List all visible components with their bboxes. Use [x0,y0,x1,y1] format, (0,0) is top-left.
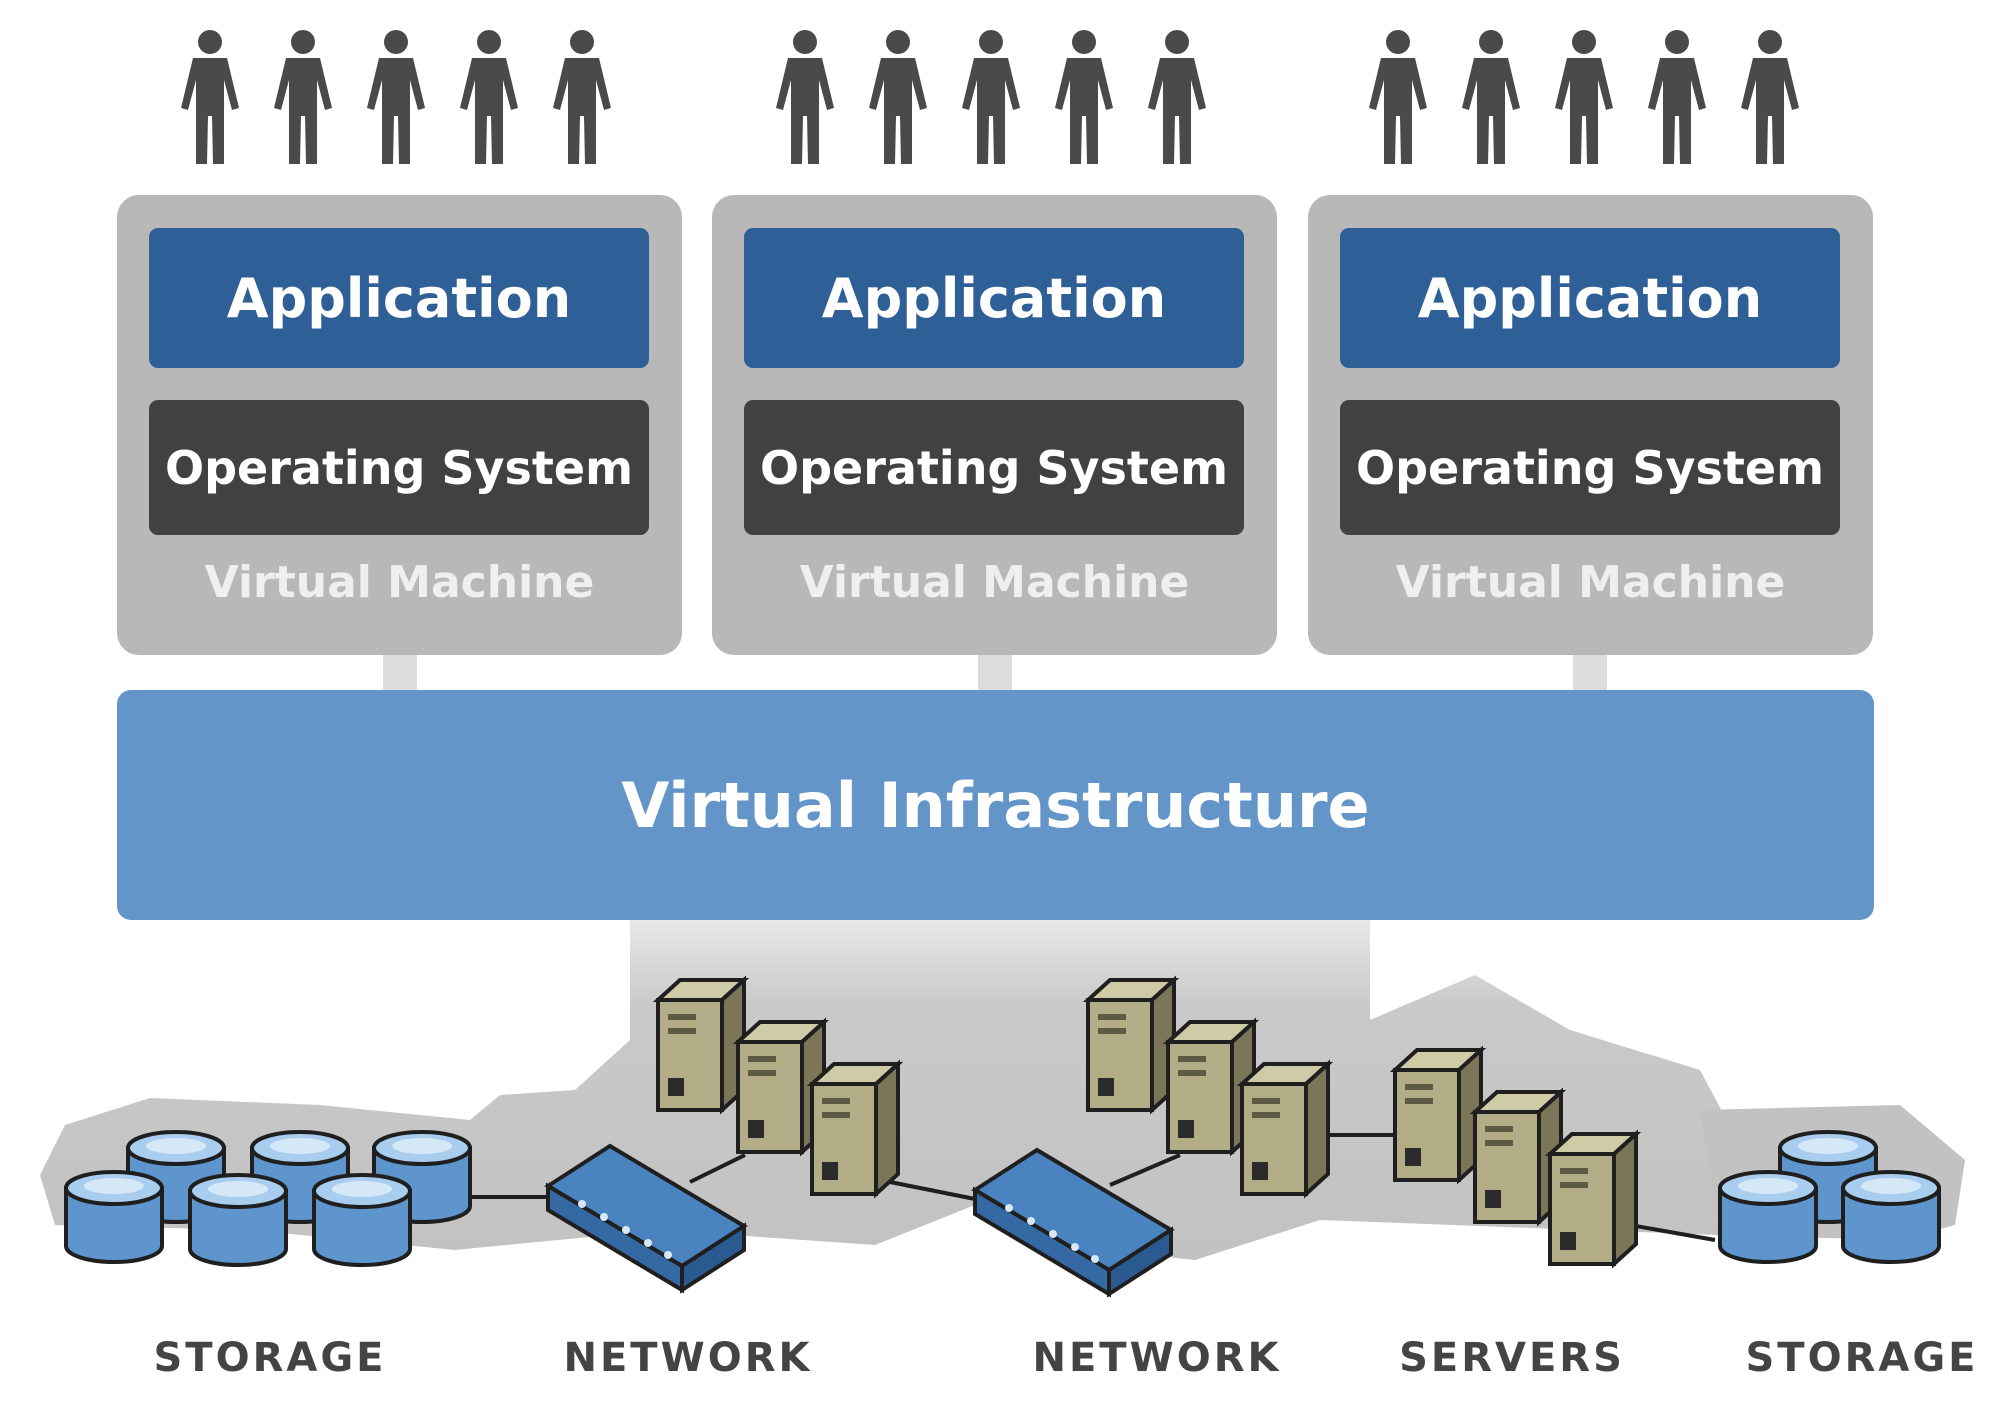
storage-left [64,1130,472,1267]
storage-disk-icon [1841,1170,1941,1264]
virtual-infrastructure-bar: Virtual Infrastructure [117,690,1874,920]
hardware-label-network: NETWORK [563,1335,813,1381]
vm-connector [383,655,417,693]
person-icon [776,30,834,164]
application-box: Application [744,228,1244,368]
users-figures [1369,30,1799,164]
storage-disk-icon [1718,1170,1818,1264]
vm-connector [978,655,1012,693]
users-group [1368,28,1808,168]
person-icon [962,30,1020,164]
server-icon [1393,1048,1483,1182]
person-icon [1462,30,1520,164]
hardware-label-network: NETWORK [1032,1335,1282,1381]
virtual-machine-label: Virtual Machine [799,557,1190,608]
server-icon [656,978,746,1112]
virtual-machine: Application Operating System Virtual Mac… [1308,195,1873,655]
storage-disk-icon [64,1170,164,1264]
server-icon [810,1062,900,1196]
application-box: Application [1340,228,1840,368]
operating-system-box: Operating System [149,400,649,535]
person-icon [553,30,611,164]
operating-system-box: Operating System [744,400,1244,535]
person-icon [1148,30,1206,164]
users-figures [776,30,1206,164]
users-group [180,28,620,168]
virtual-machine: Application Operating System Virtual Mac… [712,195,1277,655]
person-icon [367,30,425,164]
virtual-machine: Application Operating System Virtual Mac… [117,195,682,655]
hardware-layer [40,920,1965,1296]
person-icon [460,30,518,164]
person-icon [1648,30,1706,164]
hardware-label-storage: STORAGE [153,1335,387,1381]
storage-disk-icon [312,1173,412,1267]
server-icon [1086,978,1176,1112]
operating-system-box: Operating System [1340,400,1840,535]
storage-disk-icon [188,1173,288,1267]
hardware-label-servers: SERVERS [1399,1335,1625,1381]
server-icon [1240,1062,1330,1196]
hardware-label-storage: STORAGE [1745,1335,1979,1381]
person-icon [1741,30,1799,164]
virtual-machine-label: Virtual Machine [204,557,595,608]
users-group [775,28,1215,168]
server-icon [1548,1132,1638,1266]
vm-connector [1573,655,1607,693]
person-icon [869,30,927,164]
person-icon [1555,30,1613,164]
person-icon [274,30,332,164]
person-icon [1055,30,1113,164]
virtual-machine-label: Virtual Machine [1395,557,1786,608]
person-icon [1369,30,1427,164]
person-icon [181,30,239,164]
users-figures [181,30,611,164]
application-box: Application [149,228,649,368]
